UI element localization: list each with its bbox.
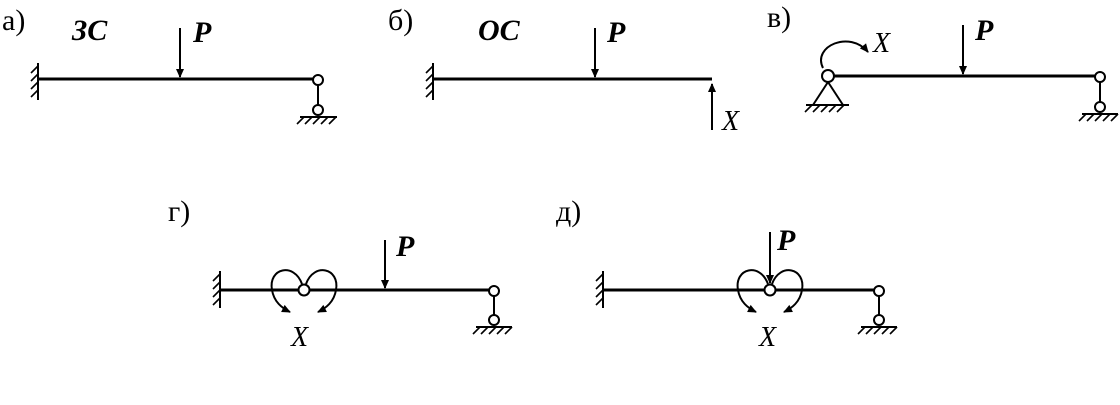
panel-a-title: ЗС [71,14,108,47]
unknown-label: X [290,322,309,353]
moment-arrow [820,40,869,69]
unknown-label: X [872,28,891,59]
unknown-label: X [758,322,777,353]
moment-arrow-left [736,269,769,313]
intermediate-hinge [763,283,777,297]
panel-a: а) ЗС P [2,4,337,125]
fixed-support [212,271,221,308]
load-label: P [974,14,994,47]
load-label: P [606,16,626,49]
moment-arrow-left [270,269,303,313]
panel-v-label: в) [767,1,791,34]
fixed-support [595,271,604,308]
roller-support [296,74,337,125]
intermediate-hinge [297,283,311,297]
roller-support [472,285,513,335]
load-label: P [776,224,796,257]
panel-v: в) X P [767,1,1119,122]
fixed-support [30,63,39,100]
panel-a-label: а) [2,4,25,37]
panel-g-label: г) [168,195,190,228]
fixed-support [425,63,434,100]
load-label: P [395,230,415,263]
panel-d: д) P X [556,195,898,353]
panel-g: г) X P [168,195,513,353]
moment-arrow-right [305,269,338,313]
roller-support [1078,71,1119,122]
roller-support [857,285,898,335]
unknown-label: X [721,106,740,137]
panel-d-label: д) [556,195,581,228]
moment-arrow-right [771,269,804,313]
panel-b-label: б) [388,4,413,37]
panel-b: б) ОС P X [388,4,740,137]
panel-b-title: ОС [478,14,521,47]
load-label: P [192,16,212,49]
